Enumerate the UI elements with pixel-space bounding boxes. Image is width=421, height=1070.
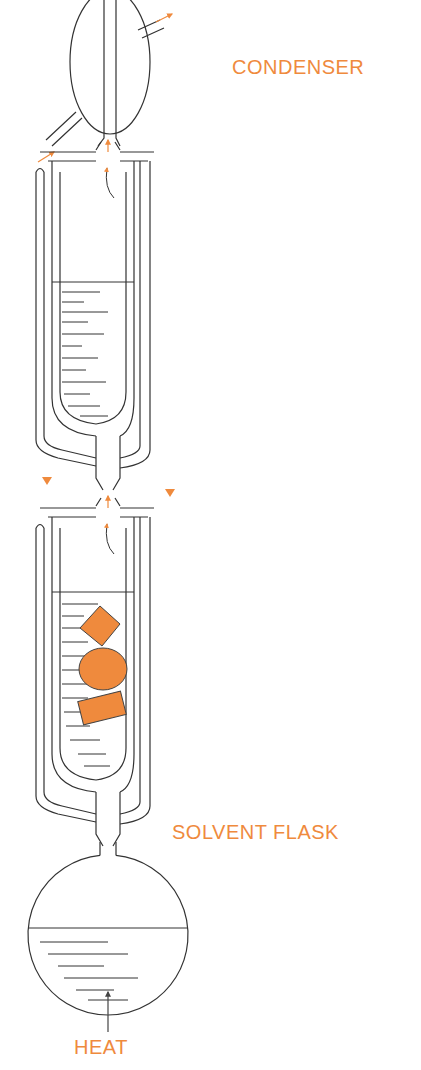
lower-extractor (36, 496, 154, 846)
solvent-flask-drawing (28, 842, 188, 1015)
upper-solvent-liquid (52, 282, 134, 416)
part-label: CONDENSER (232, 55, 364, 79)
upper-extractor (36, 140, 154, 490)
part-label: SOLVENT FLASK (172, 820, 339, 844)
sample-solids (78, 606, 127, 725)
condenser-drawing (38, 0, 172, 162)
apparatus (28, 0, 188, 1032)
part-label: HEAT (74, 1035, 128, 1059)
drip-marker (165, 489, 175, 497)
heat-arrow (107, 992, 108, 1032)
drip-marker (42, 477, 52, 485)
